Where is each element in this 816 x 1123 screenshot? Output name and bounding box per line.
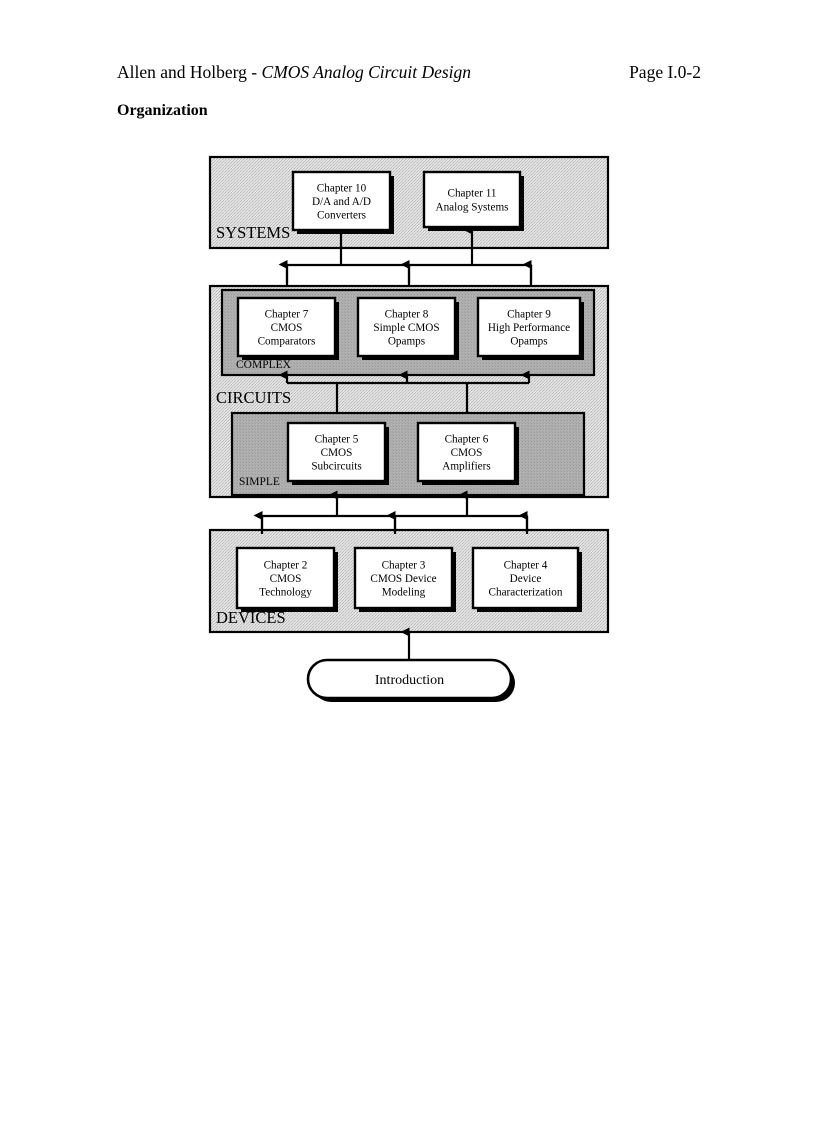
chapter-6-line-2: Amplifiers	[442, 461, 490, 473]
chapter-8-line-1: Simple CMOS	[373, 322, 439, 334]
header-book-title: CMOS Analog Circuit Design	[261, 62, 472, 82]
chapter-7-line-2: Comparators	[258, 336, 316, 348]
chapter-5-line-0: Chapter 5	[315, 433, 359, 445]
simple-subband-body	[230, 411, 586, 497]
chapter-8-body	[356, 296, 457, 358]
introduction-node[interactable]: Introduction	[306, 658, 515, 702]
chapter-5-body	[286, 421, 387, 483]
chapter-11-body	[422, 170, 522, 229]
chapter-9-line-0: Chapter 9	[507, 308, 551, 320]
chapter-8-line-2: Opamps	[388, 336, 425, 348]
chapter-4-line-1: Device	[510, 573, 542, 585]
chapter-9-body	[476, 296, 582, 358]
chapter-9-line-2: Opamps	[510, 336, 547, 348]
devices-to-simple-connector	[253, 490, 529, 534]
systems-band-label: SYSTEMS	[216, 223, 290, 242]
simple-to-complex-connector	[278, 370, 531, 413]
systems-band-body	[208, 155, 610, 250]
circuits-band-label: CIRCUITS	[216, 388, 291, 407]
chapter-8-box[interactable]: Chapter 8 Simple CMOS Opamps	[356, 296, 459, 360]
chapter-7-box[interactable]: Chapter 7 CMOS Comparators	[236, 296, 339, 360]
chapter-3-line-0: Chapter 3	[382, 559, 426, 571]
page-header: Allen and Holberg - CMOS Analog Circuit …	[117, 62, 701, 83]
chapter-7-line-0: Chapter 7	[265, 308, 309, 320]
header-citation: Allen and Holberg - CMOS Analog Circuit …	[117, 62, 471, 83]
chapter-8-line-0: Chapter 8	[385, 308, 429, 320]
chapter-7-line-1: CMOS	[271, 322, 303, 334]
page-number-label: Page I.0-2	[629, 62, 701, 82]
chapter-10-box[interactable]: Chapter 10 D/A and A/D Converters	[291, 170, 394, 234]
introduction-label: Introduction	[375, 673, 444, 688]
chapter-2-line-0: Chapter 2	[264, 559, 308, 571]
simple-subband-label: SIMPLE	[239, 476, 280, 488]
chapter-5-line-1: CMOS	[321, 447, 353, 459]
chapter-3-body	[353, 546, 454, 610]
introduction-body	[306, 658, 513, 700]
complex-subband-label: COMPLEX	[236, 359, 292, 371]
chapter-10-line-1: D/A and A/D	[312, 196, 371, 208]
simple-subband	[230, 411, 586, 497]
circuits-to-systems-connector	[278, 225, 533, 286]
systems-band	[208, 155, 610, 250]
devices-band-label: DEVICES	[216, 608, 286, 627]
chapter-3-line-1: CMOS Device	[370, 573, 436, 585]
chapter-4-line-0: Chapter 4	[504, 559, 548, 571]
chapter-10-line-0: Chapter 10	[317, 182, 367, 194]
chapter-6-box[interactable]: Chapter 6 CMOS Amplifiers	[416, 421, 519, 485]
chapter-6-line-0: Chapter 6	[445, 433, 489, 445]
chapter-11-line-1: Analog Systems	[435, 201, 508, 213]
chapter-2-line-1: CMOS	[270, 573, 302, 585]
chapter-10-line-2: Converters	[317, 210, 366, 222]
chapter-2-box[interactable]: Chapter 2 CMOS Technology	[235, 546, 338, 612]
page-title: Organization	[117, 102, 208, 119]
chapter-2-line-2: Technology	[259, 587, 312, 599]
chapter-10-body	[291, 170, 392, 232]
chapter-3-line-2: Modeling	[382, 587, 426, 599]
chapter-5-line-2: Subcircuits	[311, 461, 361, 473]
chapter-11-line-0: Chapter 11	[448, 188, 497, 200]
chapter-9-line-1: High Performance	[488, 322, 570, 334]
header-authors: Allen and Holberg -	[117, 62, 262, 82]
chapter-6-body	[416, 421, 517, 483]
chapter-2-body	[235, 546, 336, 610]
chapter-4-line-2: Characterization	[489, 587, 563, 599]
chapter-4-body	[471, 546, 580, 610]
chapter-7-body	[236, 296, 337, 358]
chapter-5-box[interactable]: Chapter 5 CMOS Subcircuits	[286, 421, 389, 485]
chapter-6-line-1: CMOS	[451, 447, 483, 459]
